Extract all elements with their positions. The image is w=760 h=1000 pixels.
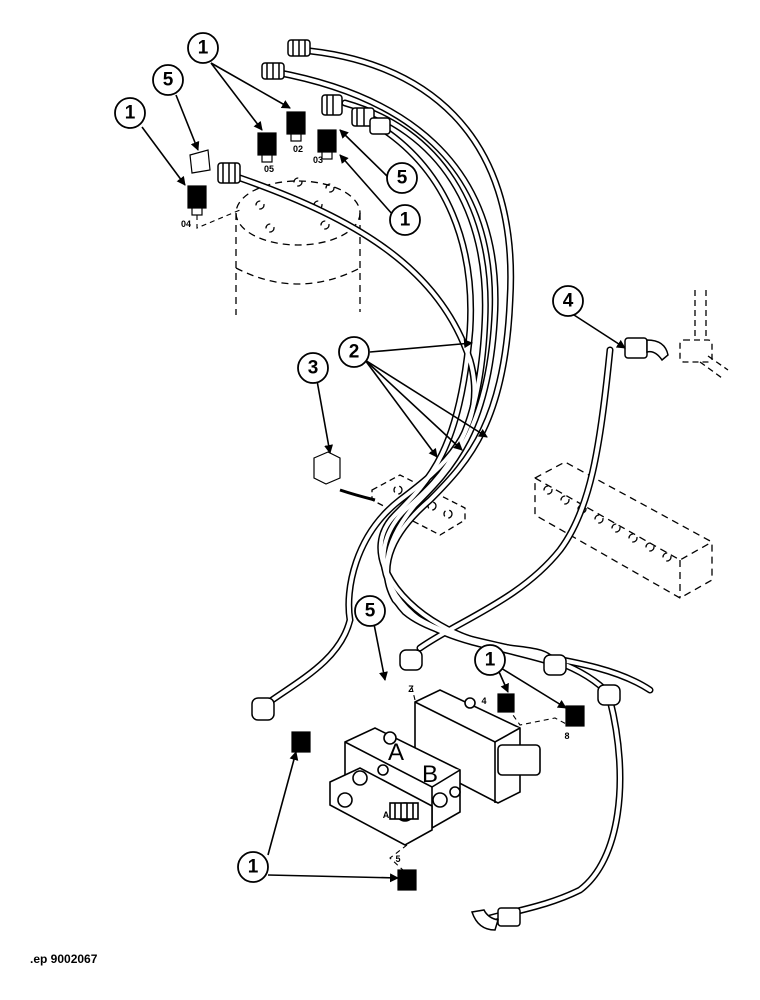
block-label-a: A (388, 739, 404, 766)
callout-1-d-text: 1 (485, 650, 496, 671)
adapter-04 (187, 185, 207, 216)
callout-1-a (114, 97, 146, 129)
callout-5-c (354, 595, 386, 627)
callout-1-b (187, 32, 219, 64)
callout-numbers: 1 5 1 5 1 2 3 4 5 1 1 (125, 38, 574, 878)
manifold-outline (534, 461, 713, 599)
callout-1-b-text: 1 (198, 38, 209, 59)
callout-2-text: 2 (349, 342, 360, 363)
adapter-03 (317, 129, 337, 160)
port-label-4: 4 (481, 696, 486, 706)
dashed-leaders (196, 209, 571, 873)
callout-5-c-text: 5 (365, 601, 376, 622)
callout-balloons (114, 32, 584, 883)
callout-5-b (386, 162, 418, 194)
callout-1-a-text: 1 (125, 103, 136, 124)
adapter-05 (257, 132, 277, 163)
callout-1-e (237, 851, 269, 883)
callout-4 (552, 285, 584, 317)
callout-5-a (152, 64, 184, 96)
port-label-05: 05 (264, 164, 274, 174)
port-label-03: 03 (313, 155, 323, 165)
cylinder-outline (235, 177, 361, 315)
adapter-center-4 (497, 693, 515, 713)
adapters (187, 111, 585, 891)
fitting-bottom-elbow (471, 907, 521, 931)
adapter-02 (286, 111, 306, 142)
port-labels: 04 05 02 03 Z 4 8 A 5 (181, 144, 570, 864)
adapter-center-8 (565, 705, 585, 727)
valve-block (329, 689, 541, 846)
port-label-02: 02 (293, 144, 303, 154)
tee-fitting-outline (679, 290, 729, 379)
drawing-reference: .ep 9002067 (30, 952, 98, 966)
port-label-5: 5 (395, 854, 400, 864)
port-label-04: 04 (181, 219, 191, 229)
callout-1-e-text: 1 (248, 857, 259, 878)
callout-4-text: 4 (563, 291, 574, 312)
port-label-a: A (383, 810, 390, 820)
callout-1-c-text: 1 (400, 210, 411, 231)
fitting-top-5 (369, 117, 391, 135)
hose-end-fittings (217, 39, 669, 931)
block-labels: A B (388, 739, 438, 788)
port-label-8: 8 (564, 731, 569, 741)
fitting-top-1 (287, 39, 311, 57)
fitting-top-2 (261, 62, 285, 80)
fitting-top-4 (351, 107, 375, 127)
clamp-3 (313, 451, 376, 502)
hose-bundle (236, 46, 654, 922)
elbow-top-left (189, 149, 211, 174)
fitting-top-3 (321, 94, 343, 116)
adapter-lower-left (291, 731, 311, 753)
adapter-bottom-5 (397, 869, 417, 891)
callout-5-a-text: 5 (163, 70, 174, 91)
fitting-bottom-1 (399, 649, 423, 671)
callout-1-d (474, 644, 506, 676)
port-label-z: Z (408, 684, 414, 694)
fitting-bottom-3 (597, 684, 621, 706)
fitting-bottom-2 (543, 654, 567, 676)
callout-3 (297, 352, 329, 384)
fitting-right-elbow (624, 337, 669, 362)
fitting-bottom-left (251, 697, 275, 721)
callout-3-text: 3 (308, 358, 319, 379)
callout-2 (338, 336, 370, 368)
fitting-left (217, 162, 241, 184)
callout-1-c (389, 204, 421, 236)
callout-5-b-text: 5 (397, 168, 408, 189)
block-label-b: B (422, 761, 438, 788)
